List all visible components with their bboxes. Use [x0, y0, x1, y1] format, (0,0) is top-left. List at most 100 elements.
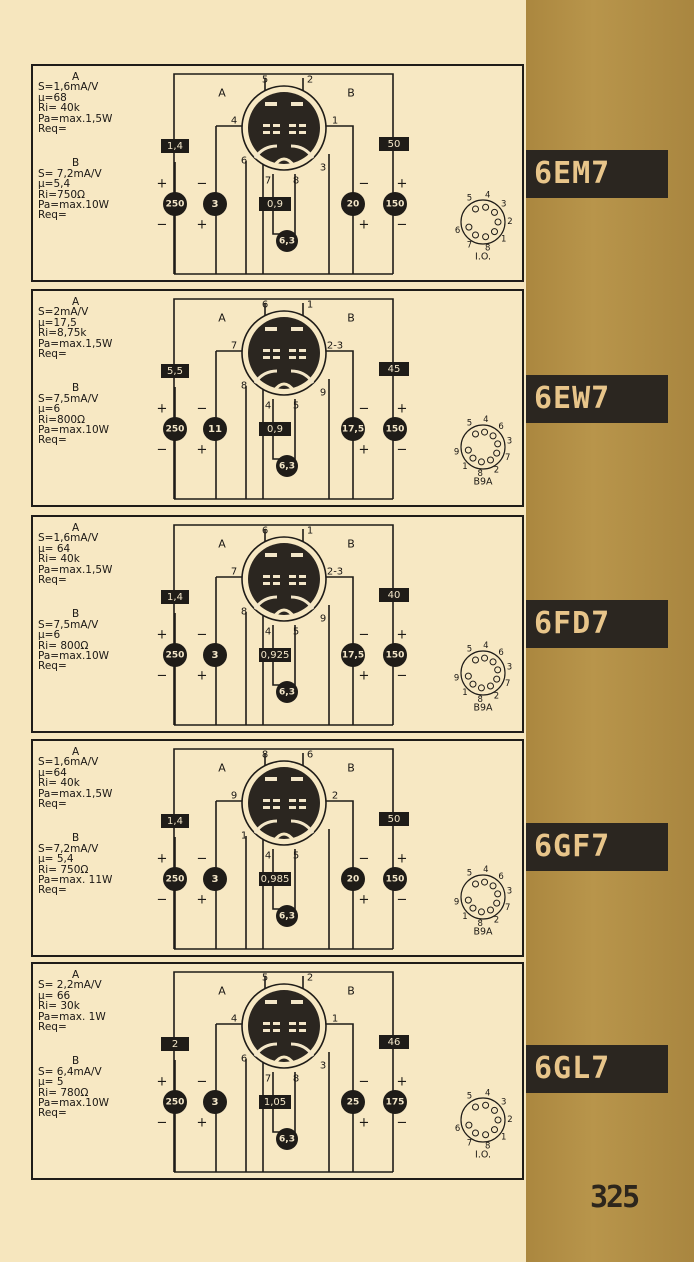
- anode-voltage-b-circle: [383, 1090, 407, 1114]
- pin-heater-left: 4: [265, 851, 271, 862]
- polarity-minus-left: −: [197, 402, 208, 417]
- heater-voltage-circle: [276, 681, 298, 703]
- cathode-b: [290, 819, 315, 834]
- polarity-minus-left-b: −: [157, 443, 168, 458]
- anode-voltage-a: 250: [166, 1098, 185, 1108]
- anode-voltage-a-circle: [163, 192, 187, 216]
- socket-pin: [469, 904, 477, 912]
- cathode-b: [290, 1042, 315, 1057]
- socket-pin-number: 4: [483, 641, 488, 651]
- heater-voltage-circle: [276, 230, 298, 252]
- bias-a-circle: [203, 1090, 227, 1114]
- socket-pin-number: 9: [454, 898, 459, 908]
- spec-line: Req=: [38, 123, 67, 136]
- socket-pin: [481, 878, 489, 886]
- spec-section-label: A: [72, 71, 80, 83]
- anode-voltage-a: 250: [166, 875, 185, 885]
- polarity-minus-left: −: [197, 852, 208, 867]
- polarity-minus-right-b: −: [397, 669, 408, 684]
- polarity-plus-left-b: +: [197, 893, 208, 908]
- pin-heater-right: 5: [293, 401, 299, 412]
- spec-line: Req=: [38, 884, 67, 897]
- socket-pin: [489, 882, 497, 890]
- grid-segment: [299, 582, 306, 585]
- plate: [291, 327, 303, 331]
- tube-tag-6fd7: 6FD7: [526, 600, 668, 648]
- grid-segment: [263, 349, 270, 352]
- resistance-a-box: [161, 1037, 189, 1051]
- socket-base-label: I.O.: [475, 252, 491, 263]
- anode-voltage-b: 150: [386, 875, 405, 885]
- heater-current: 0,9: [267, 199, 283, 210]
- polarity-minus-left-b: −: [157, 893, 168, 908]
- grid-segment: [263, 575, 270, 578]
- socket-pin-number: 6: [498, 422, 503, 432]
- socket-pin: [472, 1129, 479, 1137]
- pin-top-right: 2: [307, 973, 313, 984]
- socket-pin-number: 7: [467, 240, 472, 250]
- spec-line: Pa=max.10W: [38, 650, 110, 663]
- socket-pin-number: 3: [501, 1098, 506, 1108]
- section-a-label: A: [218, 538, 226, 551]
- polarity-minus-right: −: [359, 177, 370, 192]
- tube-body: [248, 317, 320, 389]
- spec-line: μ= 64: [38, 542, 71, 555]
- socket-pin-number: 1: [462, 912, 467, 922]
- socket-pin: [494, 218, 502, 226]
- tube-tag-6em7: 6EM7: [526, 150, 668, 198]
- socket-pin: [490, 1106, 498, 1114]
- spec-line: S=7,5mA/V: [38, 392, 99, 405]
- section-a-label: A: [218, 87, 226, 100]
- heater-filament: [272, 608, 296, 618]
- polarity-plus-left-b: +: [197, 218, 208, 233]
- heater-filament: [272, 157, 296, 167]
- pin-cathode-a: 6: [241, 1054, 247, 1065]
- grid-segment: [273, 349, 280, 352]
- spec-line: Req=: [38, 660, 67, 673]
- polarity-plus-right-b: +: [359, 1116, 370, 1131]
- pin-top-left: 5: [262, 973, 268, 984]
- section-b-label: B: [347, 312, 355, 325]
- resistance-a-box: [161, 139, 189, 153]
- polarity-plus-left: +: [157, 177, 168, 192]
- resistance-a: 2: [172, 1039, 178, 1050]
- spec-line: μ= 5,4: [38, 853, 74, 866]
- spec-line: Pa=max.1,5W: [38, 337, 113, 350]
- spec-line: S=2mA/V: [38, 306, 89, 319]
- spec-line: Req=: [38, 798, 67, 811]
- section-a-label: A: [218, 985, 226, 998]
- socket-pin: [482, 1101, 490, 1109]
- resistance-a: 1,4: [167, 592, 183, 603]
- socket-pin: [464, 896, 472, 904]
- resistance-a: 5,5: [167, 366, 183, 377]
- socket-pin-number: 9: [454, 674, 459, 684]
- socket-ring: [460, 874, 506, 920]
- socket-pin-number: 4: [485, 190, 490, 200]
- pin-top-left: 6: [262, 300, 268, 311]
- polarity-minus-right: −: [359, 852, 370, 867]
- anode-voltage-b-circle: [383, 643, 407, 667]
- pin-heater-right: 8: [293, 1074, 299, 1085]
- spec-line: Ri= 800Ω: [38, 639, 89, 652]
- heater-voltage: 6,3: [279, 688, 295, 698]
- polarity-plus-left: +: [157, 852, 168, 867]
- grid-segment: [263, 131, 270, 134]
- socket-pin: [493, 449, 501, 457]
- socket-pin-number: 5: [467, 194, 472, 204]
- polarity-plus-right: +: [397, 852, 408, 867]
- socket-pin: [489, 432, 497, 440]
- socket-pin-number: 4: [485, 1088, 490, 1098]
- plate: [291, 102, 303, 106]
- grid-segment: [299, 356, 306, 359]
